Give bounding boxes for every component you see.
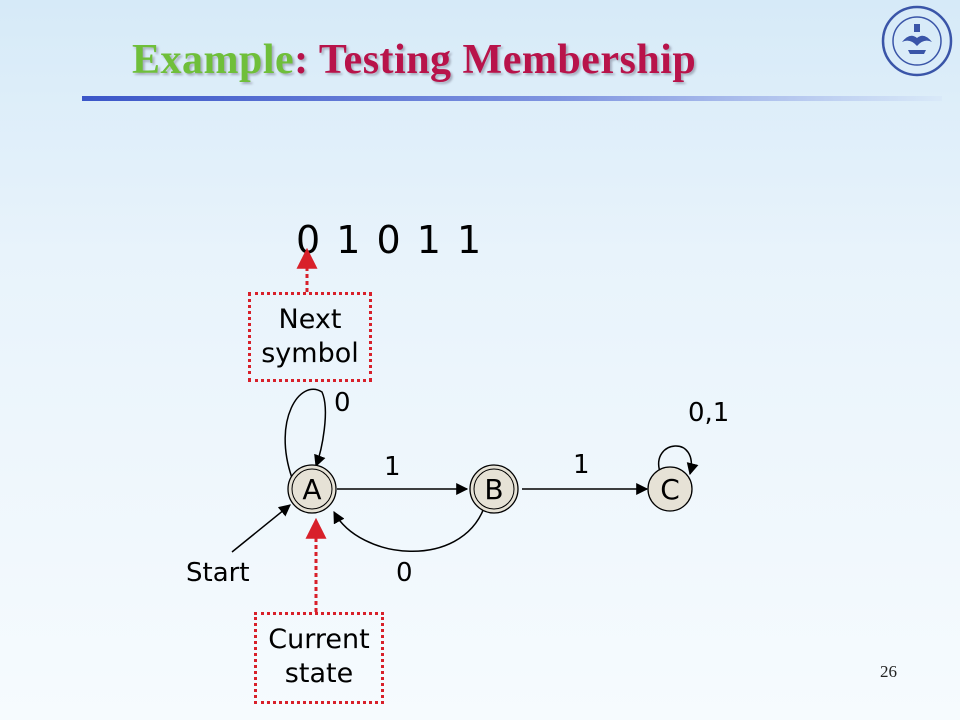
state-b: B xyxy=(469,464,519,514)
callout-next-line2: symbol xyxy=(261,338,359,369)
state-a-label: A xyxy=(302,473,321,506)
start-arrow xyxy=(231,504,291,553)
edge-label-c-self: 0,1 xyxy=(688,398,730,428)
input-string: 0 1 0 1 1 xyxy=(296,218,484,262)
callout-next-line1: Next xyxy=(278,304,342,335)
state-a: A xyxy=(287,464,337,514)
start-label: Start xyxy=(186,558,250,588)
callout-current-line2: state xyxy=(284,658,354,689)
edge-label-a-to-b: 1 xyxy=(384,452,401,482)
edge-c-self-loop xyxy=(657,445,699,476)
callout-current-state: Current state xyxy=(254,612,384,704)
callout-current-line1: Current xyxy=(268,624,370,655)
slide-title: Example: Testing Membership xyxy=(132,36,696,84)
edge-label-b-to-c: 1 xyxy=(573,450,590,480)
edge-a-self-loop xyxy=(284,388,327,479)
state-c-label: C xyxy=(660,473,680,506)
university-seal-logo xyxy=(881,5,953,77)
edge-label-a-self: 0 xyxy=(334,388,351,418)
page-number: 26 xyxy=(880,662,897,681)
title-underline xyxy=(82,96,942,101)
callout-next-symbol: Next symbol xyxy=(248,292,372,382)
title-part-example: Example xyxy=(132,37,295,83)
edge-label-b-to-a: 0 xyxy=(396,558,413,588)
edge-b-to-a xyxy=(333,507,485,552)
title-part-rest: : Testing Membership xyxy=(294,37,697,83)
state-c: C xyxy=(647,466,693,512)
state-b-label: B xyxy=(484,473,503,506)
